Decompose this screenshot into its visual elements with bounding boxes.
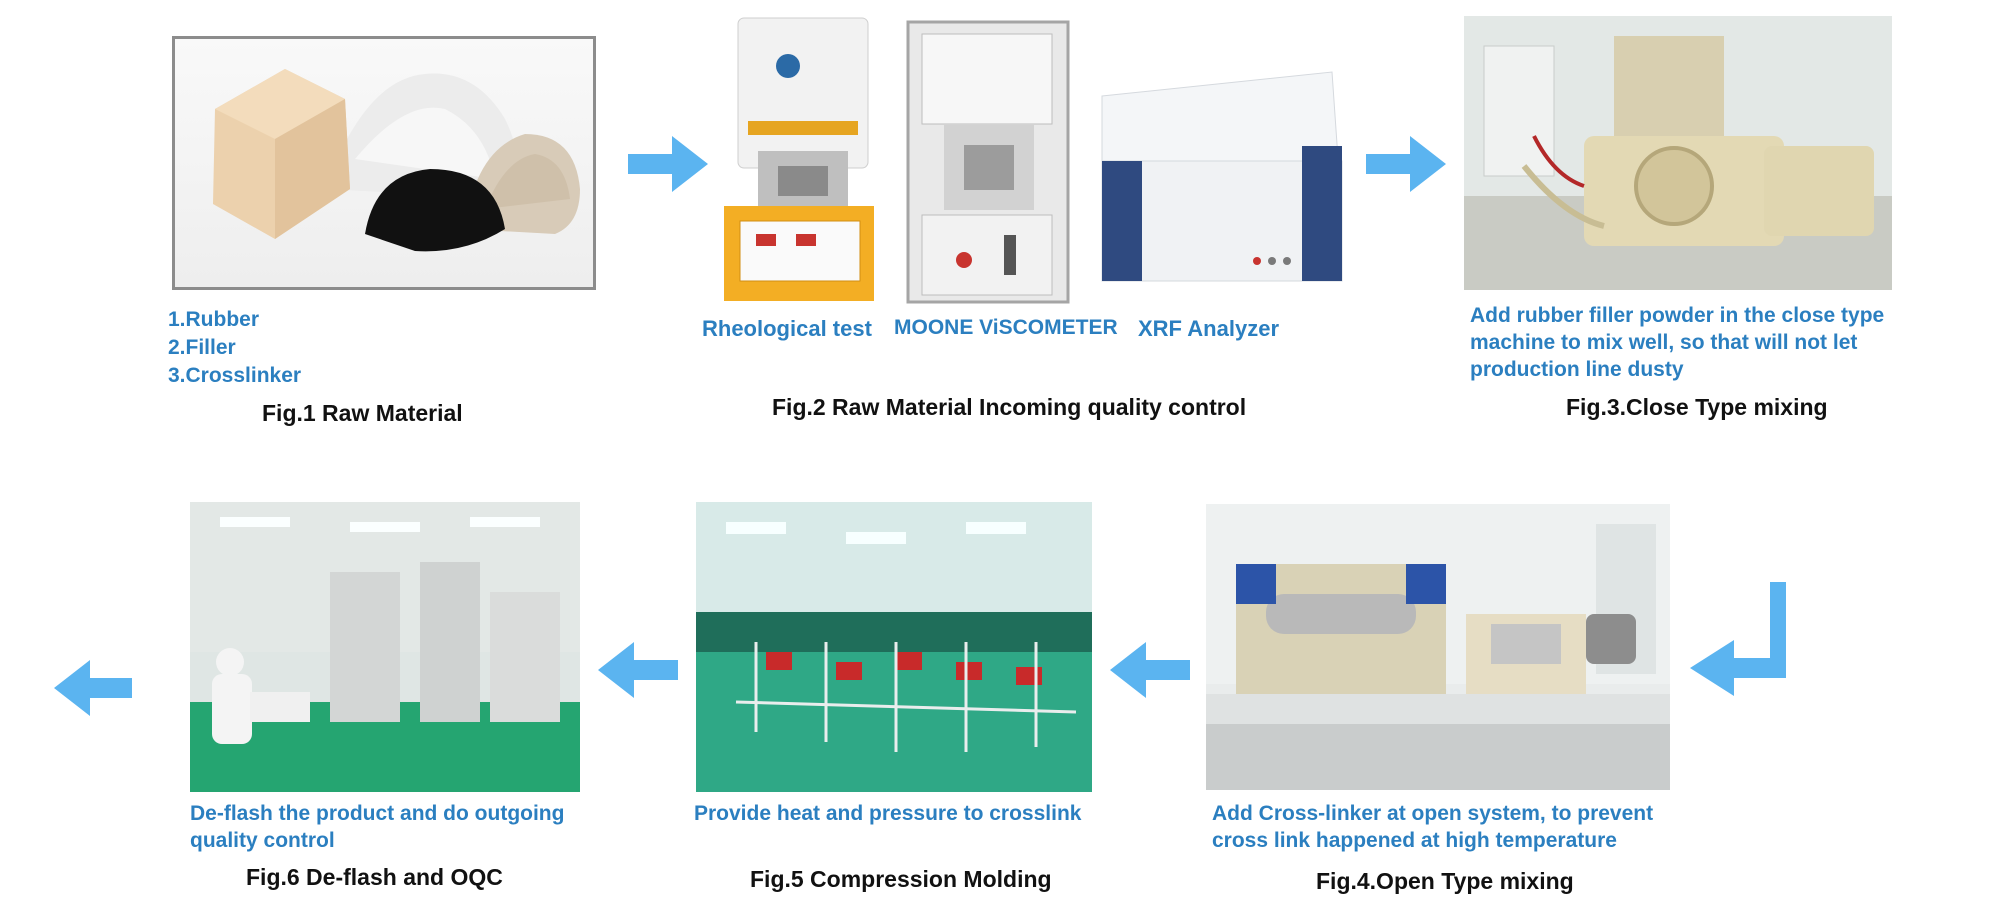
xrf-analyzer-photo — [1092, 66, 1350, 294]
left-arrow-icon — [598, 642, 678, 698]
fig1-title: Fig.1 Raw Material — [262, 400, 463, 426]
deflash-oqc-desc-line: quality control — [190, 829, 335, 852]
close-type-mixer-photo — [1464, 16, 1892, 290]
compression-molding-desc: Provide heat and pressure to crosslink — [694, 802, 1082, 825]
open-type-desc-line: Add Cross-linker at open system, to prev… — [1212, 802, 1654, 825]
raw-material-item: 1.Rubber — [168, 308, 260, 331]
raw-material-photo — [172, 36, 596, 290]
open-type-desc-line: cross link happened at high temperature — [1212, 829, 1617, 852]
left-arrow-icon — [54, 660, 132, 716]
close-type-desc-line: production line dusty — [1470, 358, 1684, 381]
rheometer-photo — [718, 16, 886, 306]
fig6-title: Fig.6 De-flash and OQC — [246, 864, 503, 890]
viscometer-photo — [904, 20, 1072, 305]
viscometer-label: MOONE ViSCOMETER — [894, 316, 1118, 339]
fig2-title: Fig.2 Raw Material Incoming quality cont… — [772, 394, 1247, 420]
open-type-desc: Add Cross-linker at open system, to prev… — [1212, 800, 1653, 854]
raw-material-item: 2.Filler — [168, 336, 236, 359]
close-type-desc: Add rubber filler powder in the close ty… — [1470, 302, 1884, 383]
raw-material-list: 1.Rubber 2.Filler 3.Crosslinker — [168, 306, 301, 390]
deflash-oqc-photo — [190, 502, 580, 792]
deflash-oqc-desc-line: De-flash the product and do outgoing — [190, 802, 565, 825]
fig4-title: Fig.4.Open Type mixing — [1316, 868, 1574, 894]
fig5-title: Fig.5 Compression Molding — [750, 866, 1052, 892]
left-arrow-icon — [1110, 642, 1190, 698]
turn-down-left-arrow-icon — [1690, 582, 1790, 696]
right-arrow-icon — [628, 136, 708, 192]
right-arrow-icon — [1366, 136, 1446, 192]
raw-material-item: 3.Crosslinker — [168, 364, 302, 387]
open-type-mixer-photo — [1206, 504, 1670, 790]
deflash-oqc-desc: De-flash the product and do outgoing qua… — [190, 800, 564, 854]
close-type-desc-line: Add rubber filler powder in the close ty… — [1470, 304, 1885, 327]
close-type-desc-line: machine to mix well, so that will not le… — [1470, 331, 1858, 354]
xrf-analyzer-label: XRF Analyzer — [1138, 316, 1280, 341]
rheological-test-label: Rheological test — [702, 316, 872, 341]
compression-molding-photo — [696, 502, 1092, 792]
fig3-title: Fig.3.Close Type mixing — [1566, 394, 1828, 420]
